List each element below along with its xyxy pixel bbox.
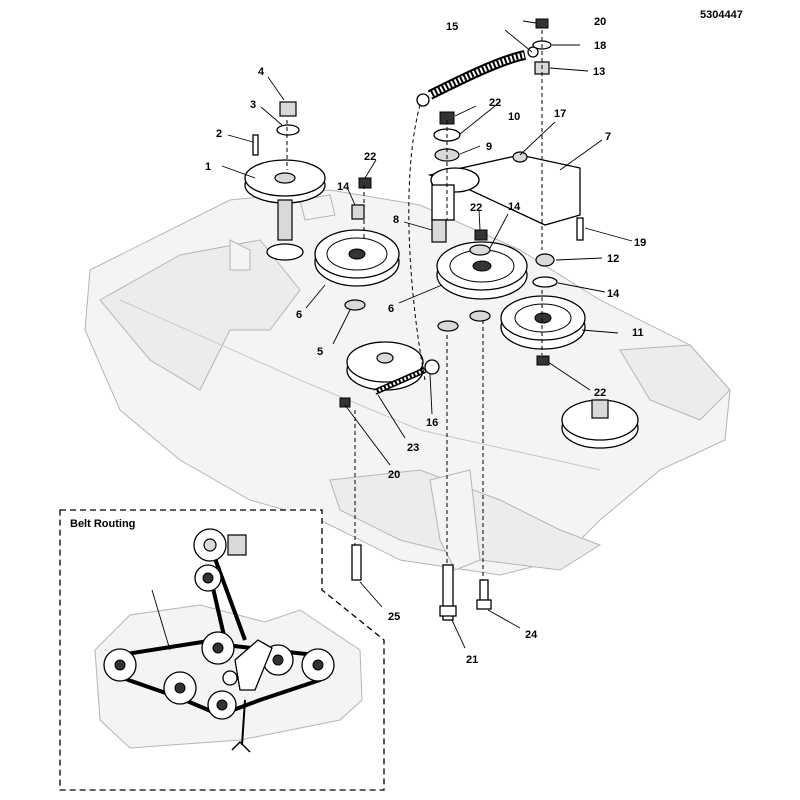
callout-24: 24 [525, 629, 538, 641]
bushing-8 [431, 219, 447, 243]
bolt-25 [351, 544, 362, 581]
assembly-axes [286, 30, 543, 580]
inset-pulley-lower [207, 690, 237, 720]
callout-13: 13 [593, 66, 605, 78]
callout-8: 8 [393, 214, 399, 226]
callout-14-right: 14 [607, 288, 620, 300]
callout-9: 9 [486, 141, 492, 153]
pulley-6-center [436, 241, 528, 300]
callout-1: 1 [205, 161, 211, 173]
inset-pulley-small [222, 670, 238, 686]
inset-pulley-idler-upper [194, 564, 222, 592]
inset-pulley-left [103, 648, 137, 682]
inset-pulley-right-2 [301, 648, 335, 682]
callout-7: 7 [605, 131, 611, 143]
callout-14-left: 14 [337, 181, 350, 193]
nut-22-lower [536, 355, 550, 366]
inset-pulley-center [201, 631, 235, 665]
washer-3 [276, 124, 300, 136]
callout-14-center: 14 [508, 201, 521, 213]
callout-20-lower: 20 [388, 469, 400, 481]
callout-23: 23 [407, 442, 419, 454]
bolt-21 [439, 564, 457, 621]
callout-18: 18 [594, 40, 606, 52]
callout-10: 10 [508, 111, 520, 123]
callout-17: 17 [554, 108, 566, 120]
inset-pulley-top [193, 528, 247, 562]
callout-12: 12 [607, 253, 619, 265]
belt-routing-inset: Belt Routing [59, 509, 385, 791]
nut-20-top [535, 18, 549, 29]
pin-2 [252, 134, 259, 156]
spring-15 [416, 46, 539, 107]
callout-6-center: 6 [388, 303, 394, 315]
nut-22-center [474, 229, 488, 241]
document-id: 5304447 [700, 9, 743, 21]
callout-labels: 1 2 3 4 5 6 6 7 8 9 10 11 12 13 14 14 14… [146, 16, 646, 666]
spacer-14-center [469, 244, 491, 256]
inset-idler-arm [231, 639, 273, 753]
callout-21: 21 [466, 654, 478, 666]
nut-20-lower [339, 397, 351, 408]
pulley-6-left [314, 229, 400, 287]
callout-5: 5 [317, 346, 323, 358]
callout-2: 2 [216, 128, 222, 140]
spacer-12 [535, 253, 555, 267]
idler-arm-7 [427, 151, 581, 226]
callout-22-left: 22 [364, 151, 376, 163]
bolt-24 [476, 579, 492, 610]
spacer-5 [344, 299, 366, 311]
bolt-19 [576, 217, 584, 241]
pulley-1 [244, 159, 326, 261]
callout-15: 15 [446, 21, 458, 33]
nut-4 [279, 101, 297, 117]
callout-11: 11 [632, 327, 644, 339]
callout-6-left: 6 [296, 309, 302, 321]
inset-title: Belt Routing [70, 518, 135, 530]
callout-22-center: 22 [470, 202, 482, 214]
callout-22-arm: 22 [489, 97, 501, 109]
callout-20-top: 20 [594, 16, 606, 28]
nut-22-left [358, 177, 372, 189]
callout-3: 3 [250, 99, 256, 111]
callout-16: 16 [426, 417, 438, 429]
idler-pulley-center [346, 341, 424, 391]
spring-16 [373, 359, 440, 395]
callout-4: 4 [258, 66, 265, 78]
callout-25: 25 [388, 611, 400, 623]
washer-14-right [532, 276, 558, 288]
spacer-center-low [437, 310, 491, 332]
inset-pulley-center-left [163, 671, 197, 705]
callout-22-lower: 22 [594, 387, 606, 399]
callout-19: 19 [634, 237, 646, 249]
spindle-pulley-right [561, 399, 639, 449]
spacer-14-left [351, 204, 365, 220]
pulley-11 [500, 295, 586, 350]
leader-lines [221, 20, 633, 649]
